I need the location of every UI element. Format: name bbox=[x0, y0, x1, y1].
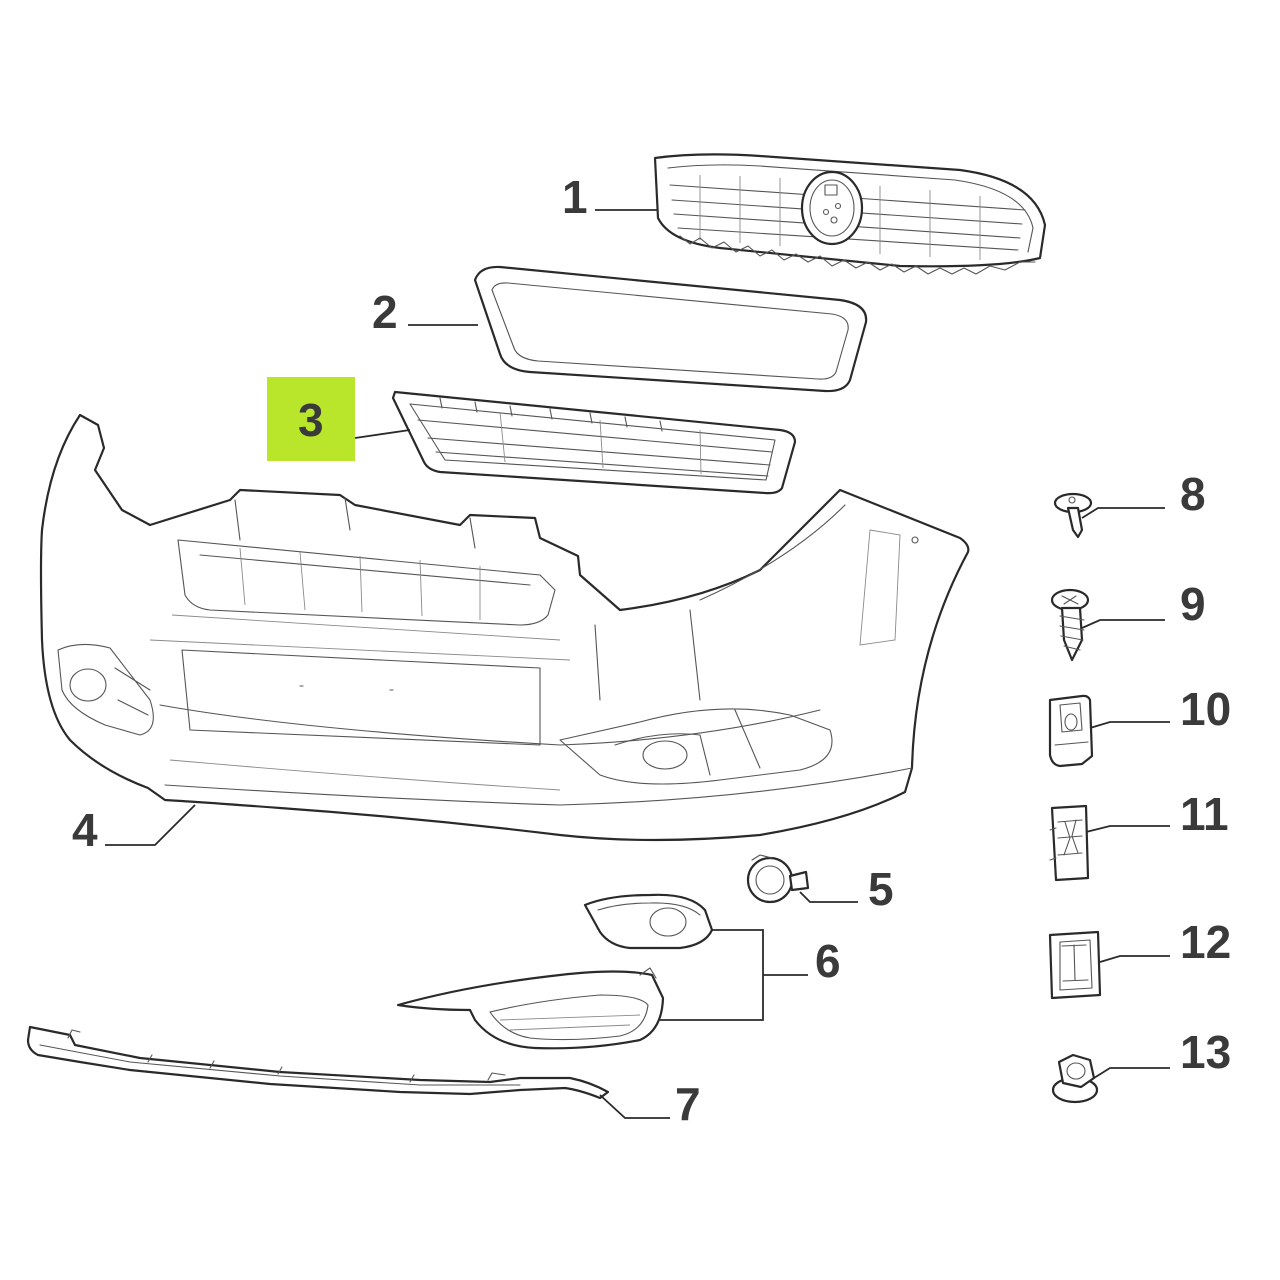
part-12-pad bbox=[1048, 930, 1102, 1000]
callout-1: 1 bbox=[562, 171, 588, 223]
part-5-plug bbox=[746, 854, 810, 904]
callout-3: 3 bbox=[298, 394, 324, 446]
part-13-flange-nut bbox=[1051, 1053, 1099, 1104]
callout-5: 5 bbox=[868, 863, 894, 915]
callout-labels: 1 2 3 4 5 6 7 8 9 10 11 12 13 bbox=[72, 171, 1231, 1130]
callout-12: 12 bbox=[1180, 916, 1231, 968]
part-2-grille-frame bbox=[473, 265, 868, 393]
callout-2: 2 bbox=[372, 286, 398, 338]
part-11-retainer-clip bbox=[1049, 804, 1090, 882]
callout-11: 11 bbox=[1180, 788, 1229, 840]
callout-7: 7 bbox=[675, 1078, 701, 1130]
callout-4: 4 bbox=[72, 804, 98, 856]
callout-3-highlight bbox=[267, 377, 355, 461]
part-8-push-rivet bbox=[1053, 492, 1093, 539]
callout-9: 9 bbox=[1180, 578, 1206, 630]
callout-10: 10 bbox=[1180, 683, 1231, 735]
callout-8: 8 bbox=[1180, 468, 1206, 520]
part-6-fog-lamp-bezels bbox=[396, 893, 714, 1050]
part-10-spring-clip bbox=[1048, 694, 1094, 768]
callout-6: 6 bbox=[815, 935, 841, 987]
part-9-screw bbox=[1050, 588, 1090, 662]
part-7-lower-spoiler bbox=[26, 1025, 610, 1100]
callout-13: 13 bbox=[1180, 1026, 1231, 1078]
part-4-front-bumper bbox=[39, 413, 970, 842]
part-1-upper-grille bbox=[653, 153, 1047, 275]
leader-lines bbox=[105, 209, 1170, 1119]
part-3-lower-grille bbox=[391, 390, 797, 495]
